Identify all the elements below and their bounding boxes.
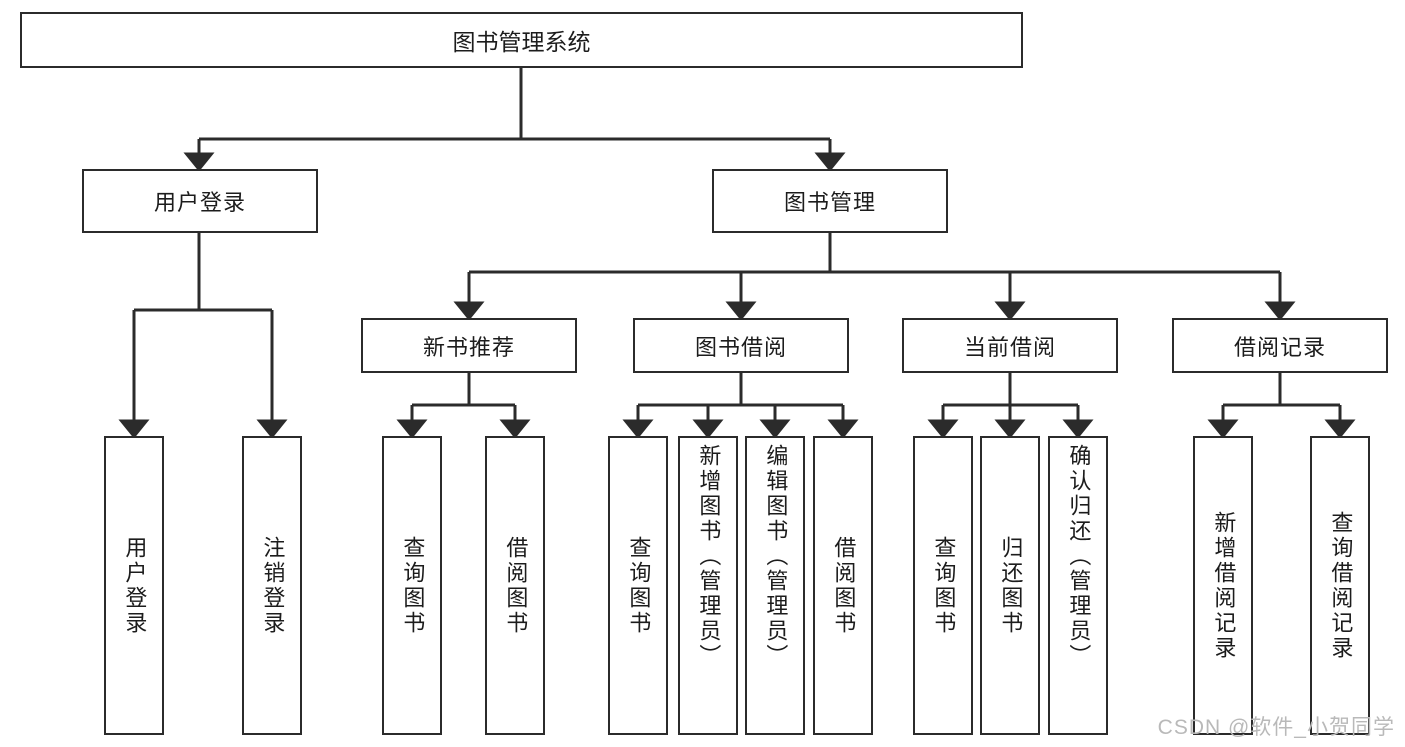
node-root-label: 图书管理系统 bbox=[452, 29, 591, 55]
leaf-logout[interactable]: 注销登录 bbox=[242, 436, 302, 735]
node-book-borrow[interactable]: 图书借阅 bbox=[633, 318, 849, 373]
node-borrow-record[interactable]: 借阅记录 bbox=[1172, 318, 1388, 373]
leaf-label: 新增借阅记录 bbox=[1211, 510, 1237, 661]
node-book-management-label: 图书管理 bbox=[783, 190, 876, 215]
node-new-book-recommend-label: 新书推荐 bbox=[422, 334, 515, 360]
leaf-query-book-current[interactable]: 查询图书 bbox=[913, 436, 973, 735]
leaf-label: 借阅图书 bbox=[503, 535, 529, 636]
node-book-management[interactable]: 图书管理 bbox=[712, 169, 948, 233]
leaf-add-borrow-record[interactable]: 新增借阅记录 bbox=[1193, 436, 1253, 735]
leaf-label: 编辑图书（管理员） bbox=[763, 444, 789, 669]
leaf-confirm-return-admin[interactable]: 确认归还（管理员） bbox=[1048, 436, 1108, 735]
node-current-borrow[interactable]: 当前借阅 bbox=[902, 318, 1118, 373]
leaf-label: 查询图书 bbox=[626, 535, 652, 636]
leaf-label: 用户登录 bbox=[122, 535, 148, 636]
leaf-label: 归还图书 bbox=[998, 535, 1024, 636]
leaf-query-borrow-record[interactable]: 查询借阅记录 bbox=[1310, 436, 1370, 735]
leaf-label: 新增图书（管理员） bbox=[696, 444, 722, 669]
watermark: CSDN @软件_小贺同学 bbox=[1157, 716, 1395, 739]
leaf-label: 查询图书 bbox=[400, 535, 426, 636]
leaf-query-book-borrow[interactable]: 查询图书 bbox=[608, 436, 668, 735]
leaf-user-login[interactable]: 用户登录 bbox=[104, 436, 164, 735]
leaf-label: 查询图书 bbox=[931, 535, 957, 636]
leaf-borrow-book-rec[interactable]: 借阅图书 bbox=[485, 436, 545, 735]
leaf-label: 借阅图书 bbox=[831, 535, 857, 636]
leaf-label: 注销登录 bbox=[260, 535, 286, 636]
node-root[interactable]: 图书管理系统 bbox=[20, 12, 1023, 68]
node-user-login-label: 用户登录 bbox=[153, 190, 246, 215]
leaf-return-book[interactable]: 归还图书 bbox=[980, 436, 1040, 735]
node-book-borrow-label: 图书借阅 bbox=[694, 334, 787, 360]
leaf-add-book-admin[interactable]: 新增图书（管理员） bbox=[678, 436, 738, 735]
node-new-book-recommend[interactable]: 新书推荐 bbox=[361, 318, 577, 373]
leaf-edit-book-admin[interactable]: 编辑图书（管理员） bbox=[745, 436, 805, 735]
leaf-label: 确认归还（管理员） bbox=[1066, 444, 1092, 669]
leaf-query-book-rec[interactable]: 查询图书 bbox=[382, 436, 442, 735]
leaf-label: 查询借阅记录 bbox=[1328, 510, 1354, 661]
node-user-login[interactable]: 用户登录 bbox=[82, 169, 318, 233]
node-borrow-record-label: 借阅记录 bbox=[1233, 334, 1326, 360]
node-current-borrow-label: 当前借阅 bbox=[963, 334, 1056, 360]
leaf-borrow-book[interactable]: 借阅图书 bbox=[813, 436, 873, 735]
